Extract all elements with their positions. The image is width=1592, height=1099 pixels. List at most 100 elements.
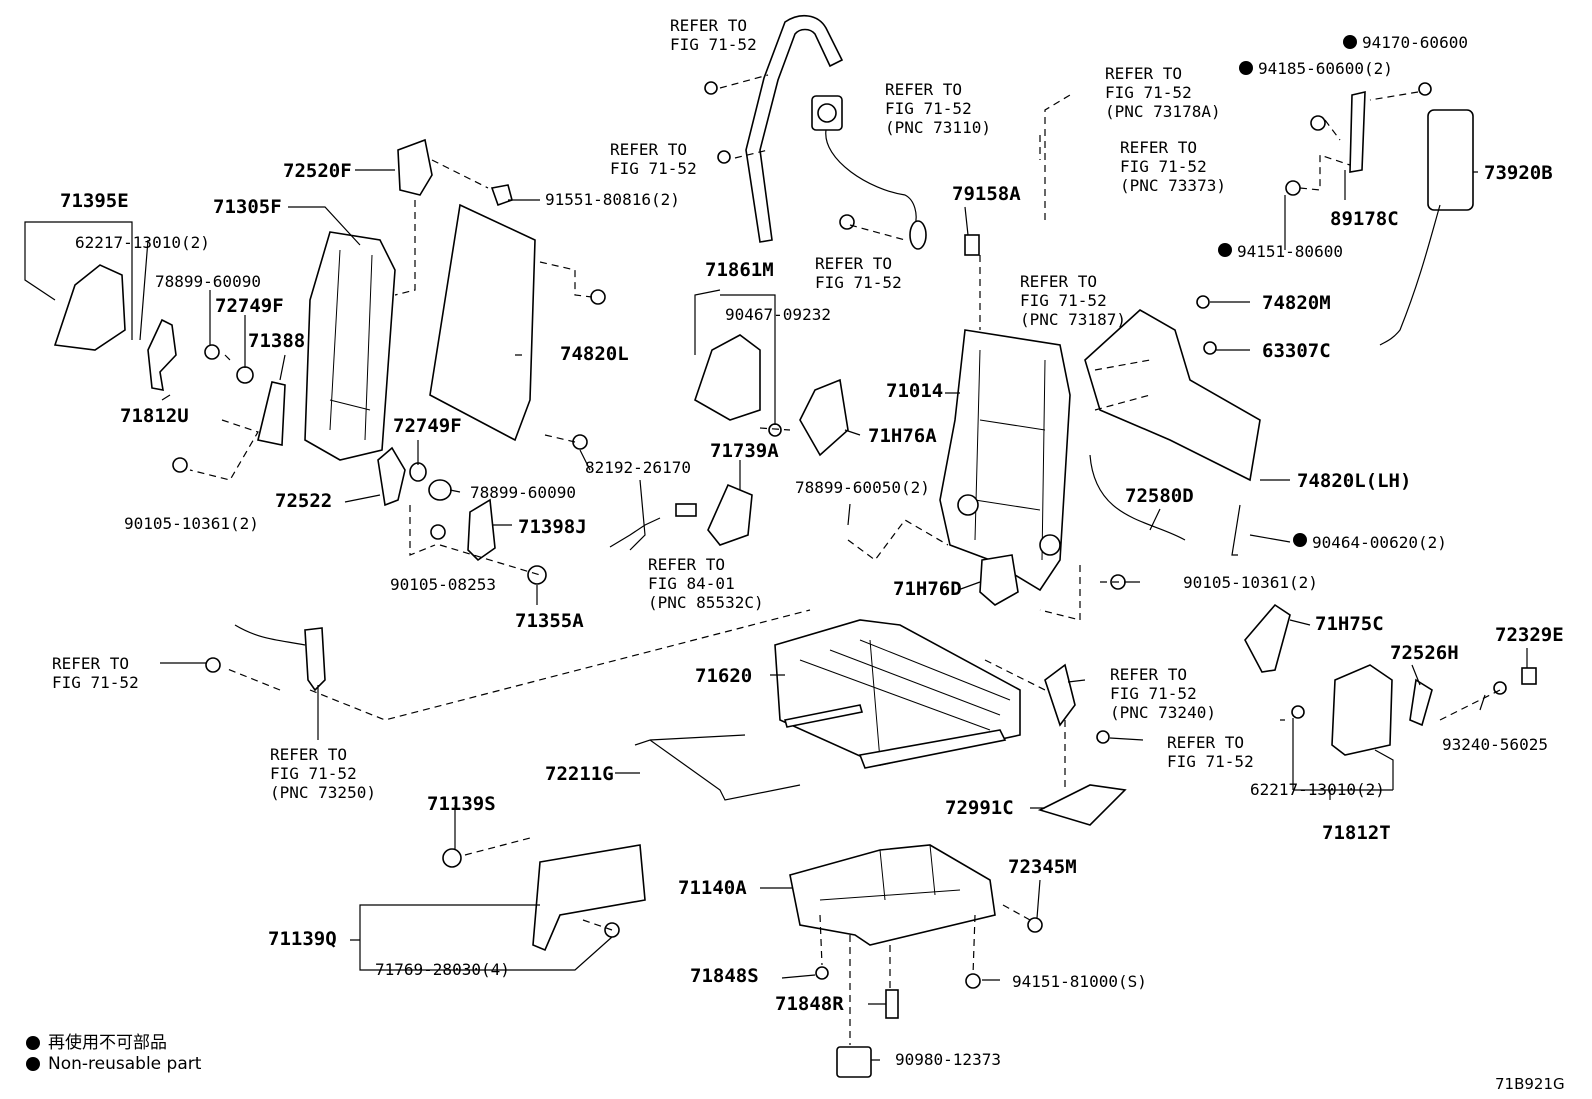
screw-90467-drawing [768,423,782,437]
part-71398j: 71398J [518,516,587,538]
part-71014: 71014 [886,380,944,402]
part-78899-60090-b: 78899-60090 [470,483,576,502]
refer-label-3: REFER TO FIG 71-52 [610,140,697,178]
part-71355a: 71355A [515,610,584,632]
airbag-73920b-drawing [1427,109,1474,211]
bracket-72520f-drawing [397,138,433,196]
frame-71305f-drawing [304,231,396,461]
nut-94151-drawing [1285,180,1301,196]
refer-label-1: REFER TO FIG 71-52 [670,16,757,54]
part-79158a-drawing [964,234,980,256]
refer-label-12: REFER TO FIG 71-52 [1167,733,1254,771]
bolt-90105-08253-drawing [430,524,446,540]
pad-72991c-drawing [1037,784,1127,826]
cover-71h76a-drawing [799,378,849,457]
part-90464-00620: 90464-00620(2) [1312,533,1447,552]
cover-71861m-drawing [694,334,761,421]
diagram-id: 71B921G [1495,1075,1565,1093]
legend-jp-text: 再使用不可部品 [48,1033,167,1053]
part-71140a: 71140A [678,877,747,899]
buckle-wire-drawing [234,624,306,646]
clip-71355a-drawing [527,565,547,585]
part-90105-08253: 90105-08253 [390,575,496,594]
part-72526h: 72526H [1390,642,1459,664]
nut-94185-drawing [1310,115,1326,131]
refer-label-5: REFER TO FIG 71-52 (PNC 73178A) [1105,64,1221,121]
refer-label-2: REFER TO FIG 71-52 (PNC 73110) [885,80,991,137]
part-71739a-drawing [707,483,753,546]
part-82192-26170: 82192-26170 [585,458,691,477]
block-90980-drawing [836,1046,872,1078]
cover-71398j-drawing [467,498,496,562]
clip-drawing [590,289,606,305]
part-71769-28030: 71769-28030(4) [375,960,510,979]
board-74820l-drawing [429,203,536,442]
part-71h75c: 71H75C [1315,613,1384,635]
nut-94170-drawing [1418,82,1432,96]
part-73920b: 73920B [1484,162,1553,184]
part-71812t: 71812T [1322,822,1391,844]
part-90105-10361-a: 90105-10361(2) [124,514,259,533]
part-74820l: 74820L [560,343,629,365]
part-71139q: 71139Q [268,928,337,950]
part-74820l-lh: 74820L(LH) [1297,470,1412,492]
lever-drawing [1044,663,1076,727]
frame-71014-drawing [939,329,1071,592]
washer-72749f-b-drawing [409,462,427,482]
part-89178c: 89178C [1330,208,1399,230]
clip-90464-drawing [1231,504,1241,556]
refer-label-8: REFER TO FIG 84-01 (PNC 85532C) [648,555,764,612]
part-90980-12373: 90980-12373 [895,1050,1001,1069]
bracket-71812u-drawing [147,318,177,391]
board-74820l-lh-drawing [1084,309,1261,482]
bolt-left-drawing [205,657,221,673]
part-79158a: 79158A [952,183,1021,205]
bolt-91551-drawing [490,184,513,207]
cover-71h76d-drawing [979,554,1019,606]
legend-jp: 再使用不可部品 [26,1028,167,1053]
part-71388: 71388 [248,330,306,352]
screw-71848s-drawing [815,966,829,980]
part-71h76a: 71H76A [868,425,937,447]
refer-label-7: REFER TO FIG 71-52 (PNC 73187) [1020,272,1126,329]
connector-drawing [675,503,697,517]
part-90467-09232: 90467-09232 [725,305,831,324]
part-72580d: 72580D [1125,485,1194,507]
screw-62217b-drawing [1291,705,1305,719]
refer-label-4: REFER TO FIG 71-52 [815,254,902,292]
part-93240-56025: 93240-56025 [1442,735,1548,754]
part-94151-80600: 94151-80600 [1237,242,1343,261]
cap-72345m-drawing [1027,917,1043,933]
airbag-wire-drawing [1379,204,1441,346]
part-72991c: 72991C [945,797,1014,819]
clip-82192-drawing [572,434,588,450]
part-71848r: 71848R [775,993,844,1015]
legend-en-text: Non-reusable part [48,1054,202,1074]
refer-label-9: REFER TO FIG 71-52 [52,654,139,692]
nut-78899-b-drawing [428,479,452,501]
part-71848s: 71848S [690,965,759,987]
part-72522-drawing [377,446,406,507]
bolt-right-drawing [1096,730,1110,744]
clip-74820m-drawing [1196,295,1210,309]
bracket-89178c-drawing [1349,90,1366,173]
wire-drawing [609,517,661,548]
frame-71620-drawing [774,619,1021,769]
seat-belt-drawing [704,15,927,250]
part-94151-81000: 94151-81000(S) [1012,972,1147,991]
part-72526h-drawing [1409,678,1433,727]
part-71305f: 71305F [213,196,282,218]
refer-label-6: REFER TO FIG 71-52 (PNC 73373) [1120,138,1226,195]
base-71140a-drawing [789,844,996,946]
part-71861m: 71861M [705,259,774,281]
part-91551-80816: 91551-80816(2) [545,190,680,209]
part-63307c: 63307C [1262,340,1331,362]
bolt-90105-drawing [172,457,188,473]
part-71h76d: 71H76D [893,578,962,600]
part-74820m: 74820M [1262,292,1331,314]
cover-71812t-drawing [1331,664,1393,756]
refer-label-10: REFER TO FIG 71-52 (PNC 73250) [270,745,376,802]
legend-en: Non-reusable part [26,1054,201,1074]
cable-72580d-drawing [1089,454,1186,541]
